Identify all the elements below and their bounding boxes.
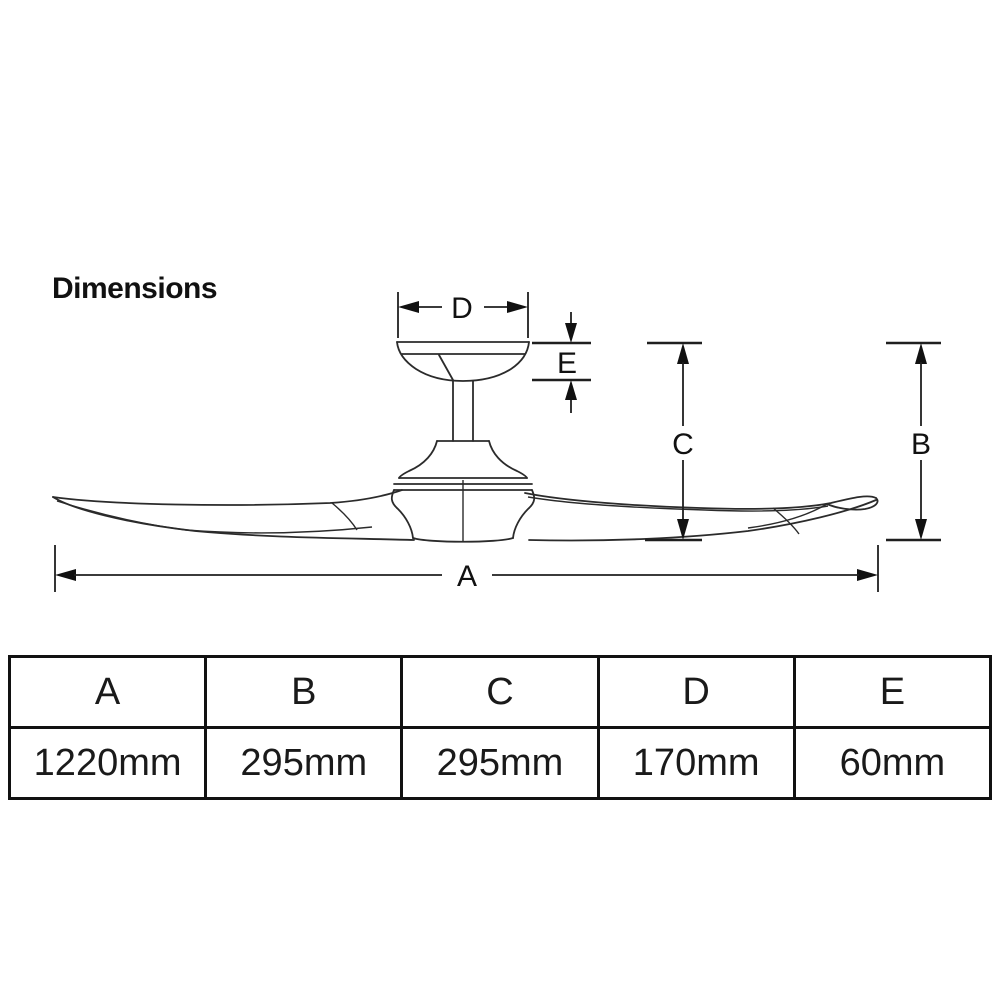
table-value-cell-a: 1220mm bbox=[7, 726, 208, 800]
motor-hub bbox=[390, 440, 536, 543]
table-header-cell-c: C bbox=[400, 655, 600, 729]
left-blade bbox=[52, 489, 415, 541]
arrow-down-icon bbox=[677, 519, 689, 540]
downrod bbox=[452, 380, 474, 442]
dimensions-table: A B C D E 1220mm 295mm 295mm 170mm 60mm bbox=[7, 655, 993, 800]
arrow-down-icon bbox=[565, 323, 577, 343]
dimension-a-label: A bbox=[457, 560, 477, 593]
page-title: Dimensions bbox=[52, 272, 218, 305]
arrow-right-icon bbox=[857, 569, 878, 581]
dimension-c-annotation: C bbox=[645, 341, 702, 542]
dimension-b-annotation: B bbox=[886, 341, 941, 542]
dimension-d-annotation: D bbox=[397, 292, 529, 338]
canopy bbox=[396, 341, 530, 382]
table-value-row: 1220mm 295mm 295mm 170mm 60mm bbox=[7, 726, 993, 800]
arrow-down-icon bbox=[915, 519, 927, 540]
table-header-cell-b: B bbox=[204, 655, 404, 729]
dimension-e-label: E bbox=[557, 347, 577, 380]
dimension-e-annotation: E bbox=[532, 312, 591, 413]
arrow-right-icon bbox=[507, 301, 528, 313]
table-header-cell-a: A bbox=[7, 655, 208, 729]
table-header-cell-d: D bbox=[596, 655, 796, 729]
table-header-row: A B C D E bbox=[7, 655, 993, 729]
arrow-up-icon bbox=[565, 380, 577, 400]
dimension-d-label: D bbox=[451, 292, 473, 325]
table-value-cell-e: 60mm bbox=[792, 726, 993, 800]
right-blade bbox=[524, 492, 879, 542]
arrow-up-icon bbox=[915, 343, 927, 364]
table-header-cell-e: E bbox=[792, 655, 993, 729]
arrow-left-icon bbox=[398, 301, 419, 313]
arrow-left-icon bbox=[55, 569, 76, 581]
table-value-cell-c: 295mm bbox=[400, 726, 600, 800]
table-value-cell-d: 170mm bbox=[596, 726, 796, 800]
arrow-up-icon bbox=[677, 343, 689, 364]
dimension-b-label: B bbox=[911, 428, 931, 461]
dimension-c-label: C bbox=[672, 428, 694, 461]
dimension-a-annotation: A bbox=[54, 545, 879, 593]
table-value-cell-b: 295mm bbox=[204, 726, 404, 800]
